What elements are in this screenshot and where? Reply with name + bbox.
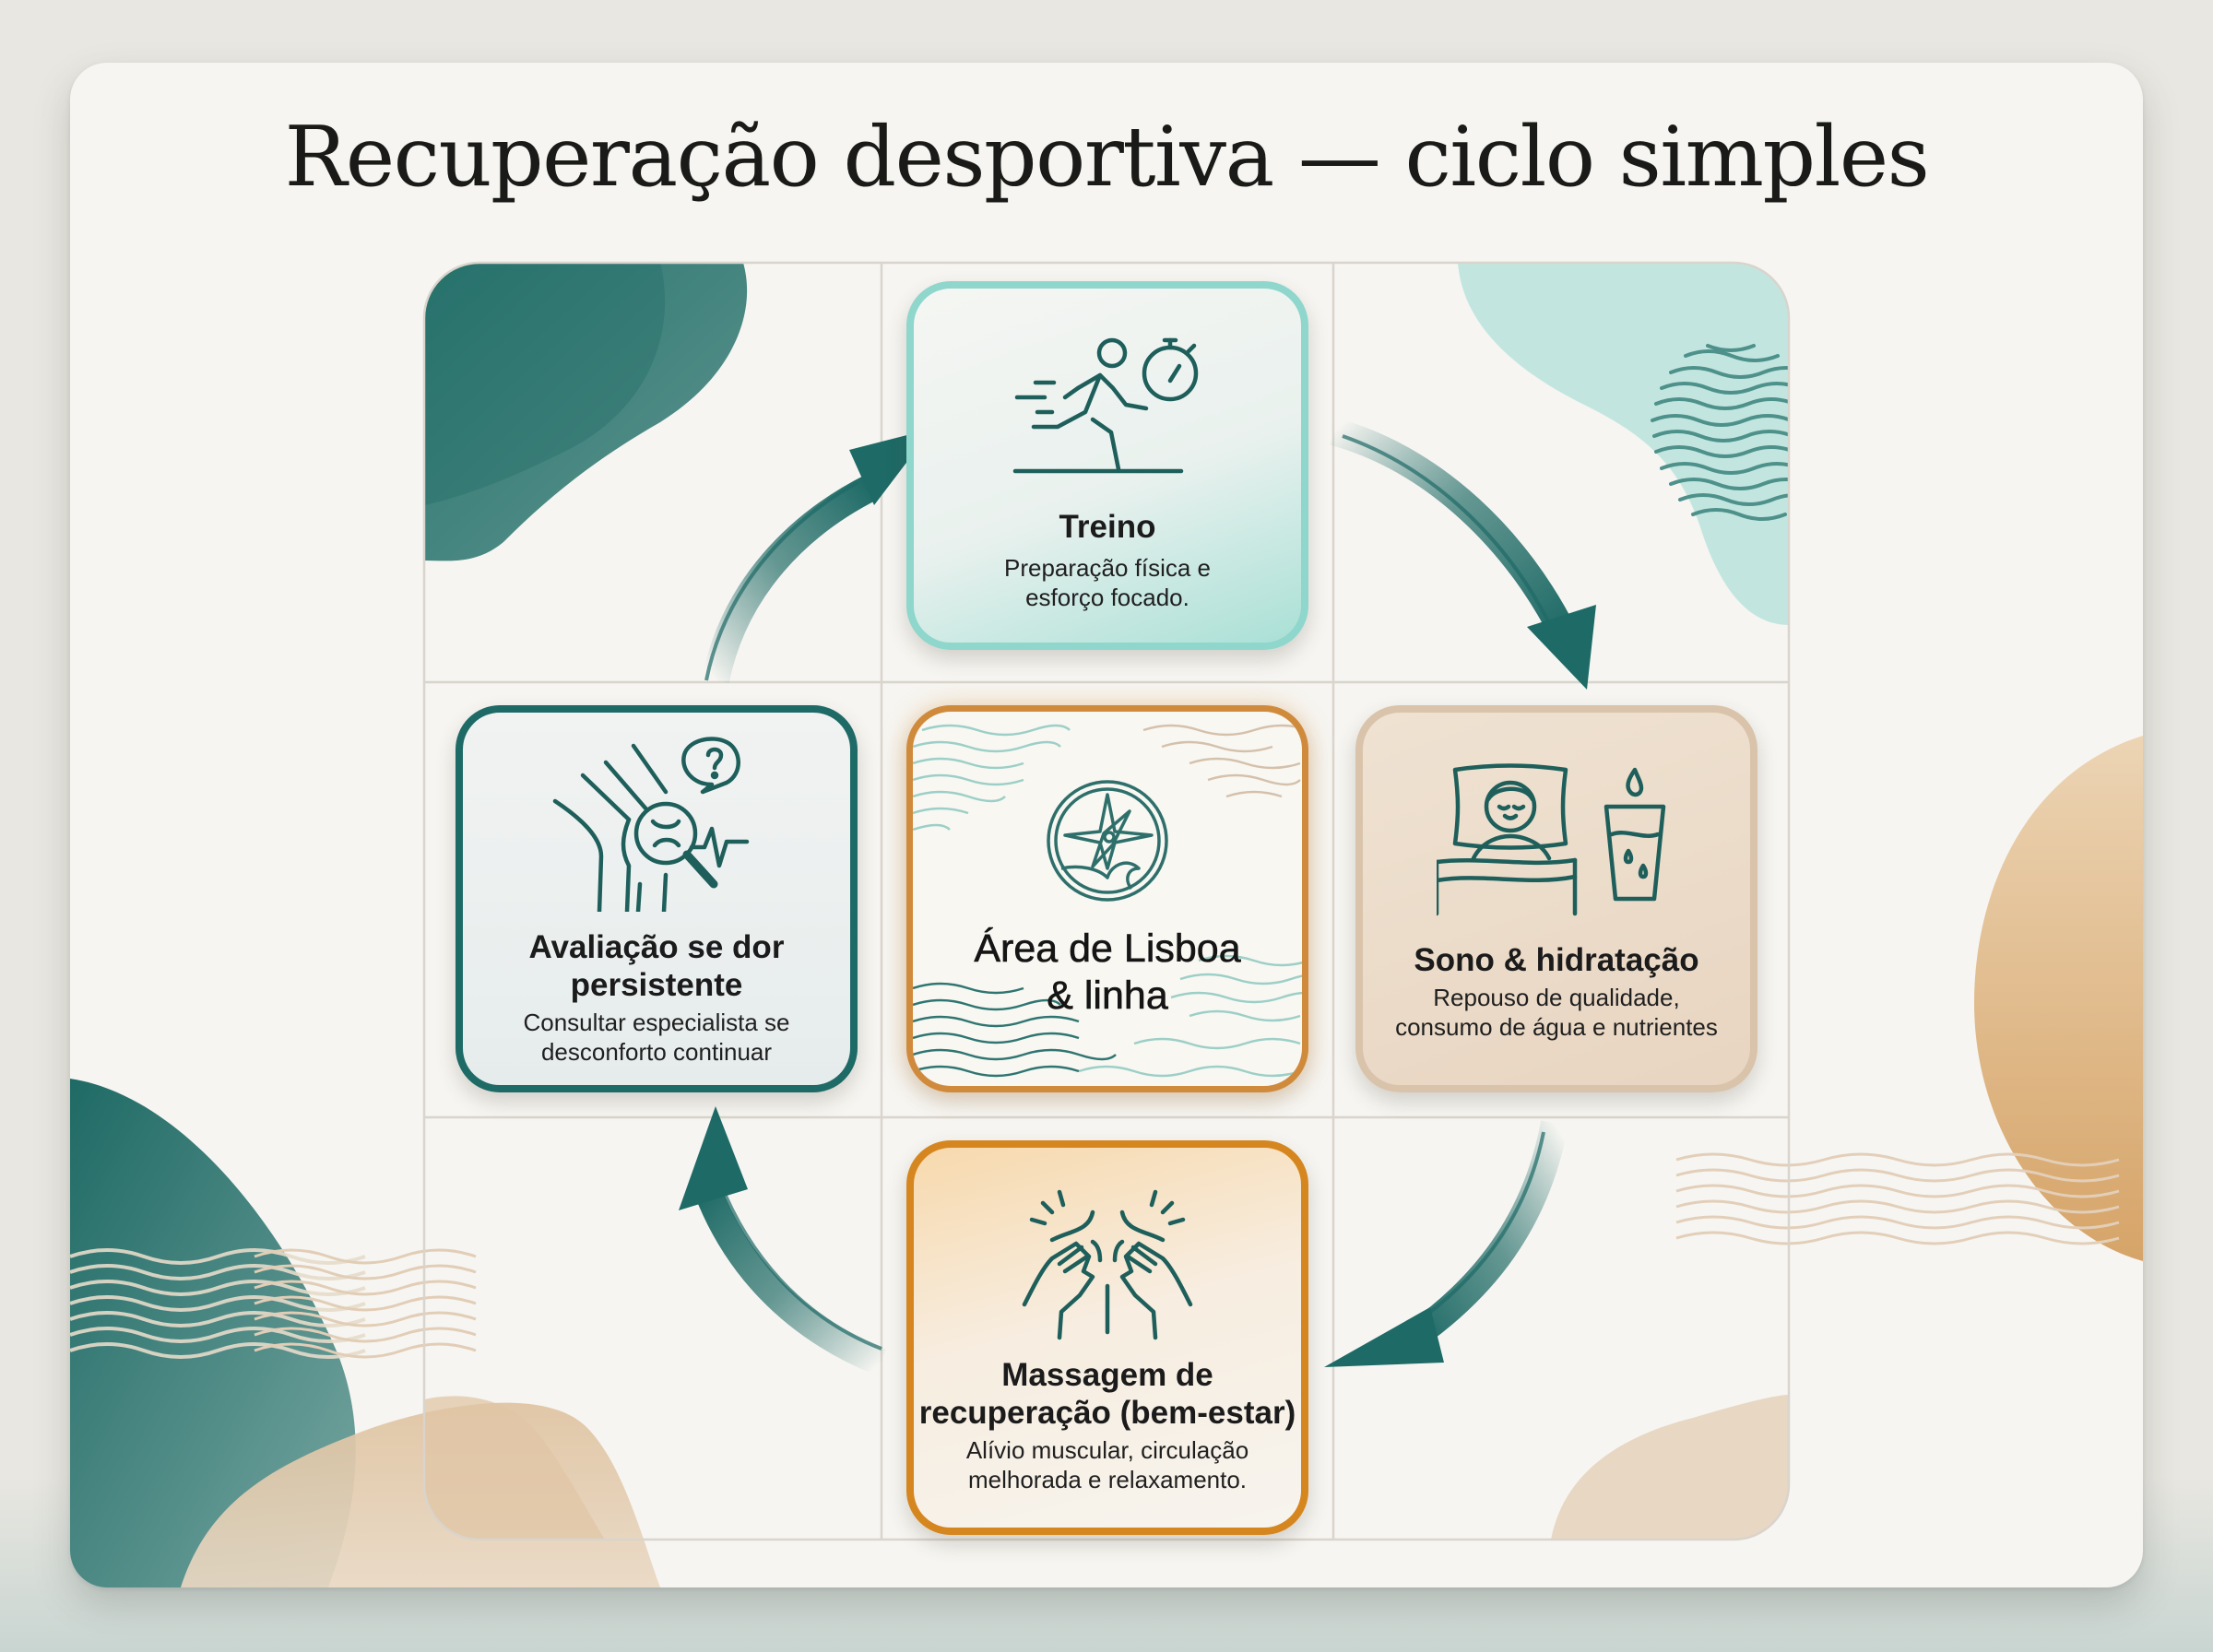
step-description-line: Alívio muscular, circulação (965, 1436, 1249, 1464)
step-description-line: consumo de água e nutrientes (1395, 1013, 1718, 1041)
sleep-water-glass-icon (1437, 763, 1666, 916)
step-description-line: Preparação física e (1003, 554, 1211, 582)
massage-hands-icon (1022, 1189, 1193, 1340)
step-card-massagem: Massagem de recuperação (bem-estar) Alív… (906, 1140, 1308, 1535)
step-title-line: recuperação (bem-estar) (918, 1395, 1296, 1431)
grid-frame (422, 261, 1791, 1541)
arrow-treino-to-sono (1329, 418, 1596, 690)
step-card-treino: Treino Preparação física e esforço focad… (906, 281, 1308, 650)
step-title: Avaliação se dor persistente (529, 928, 785, 1004)
step-title: Treino (1059, 509, 1156, 545)
step-description: Consultar especialista se desconforto co… (523, 1008, 789, 1067)
page-title: Recuperação desportiva — ciclo simples (284, 109, 1930, 206)
teal-blob-bottom-left (70, 1079, 356, 1587)
runner-stopwatch-icon (1012, 337, 1199, 474)
decorative-background (70, 261, 2143, 1587)
step-title-line: Avaliação se dor (528, 929, 785, 965)
step-description-line: esforço focado. (1025, 584, 1189, 611)
orange-disc-right (1974, 736, 2143, 1261)
step-title: Sono & hidratação (1414, 942, 1699, 978)
arrow-avaliacao-to-treino (702, 429, 932, 684)
center-title-line: Área de Lisboa (974, 926, 1241, 972)
step-card-avaliacao: Avaliação se dor persistente Consultar e… (456, 705, 858, 1092)
step-description: Repouso de qualidade, consumo de água e … (1395, 983, 1718, 1042)
step-description-line: Consultar especialista se (523, 1009, 790, 1036)
grid-frame-content (424, 263, 1789, 1540)
center-card-location: Área de Lisboa & linha (906, 705, 1308, 1092)
step-description: Alívio muscular, circulação melhorada e … (966, 1435, 1249, 1494)
center-title: Área de Lisboa & linha (974, 926, 1241, 1020)
step-title: Massagem de recuperação (bem-estar) (919, 1356, 1296, 1432)
step-description-line: Repouso de qualidade, (1433, 984, 1680, 1011)
step-title-line: Massagem de (1001, 1357, 1213, 1393)
step-description-line: desconforto continuar (540, 1038, 773, 1066)
arrow-massagem-to-avaliacao (679, 1106, 887, 1375)
step-card-sono: Sono & hidratação Repouso de qualidade, … (1355, 705, 1757, 1092)
knee-magnifier-question-icon (552, 737, 750, 912)
compass-wave-icon (1047, 780, 1168, 902)
step-description: Preparação física e esforço focado. (1004, 553, 1211, 612)
diagram-sheet: Recuperação desportiva — ciclo simples (70, 63, 2143, 1587)
center-title-line: & linha (1047, 974, 1168, 1019)
step-title-line: persistente (570, 967, 743, 1003)
wave-pattern (913, 724, 1302, 1078)
arrow-sono-to-massagem (1324, 1120, 1568, 1367)
step-description-line: melhorada e relaxamento. (967, 1466, 1248, 1493)
